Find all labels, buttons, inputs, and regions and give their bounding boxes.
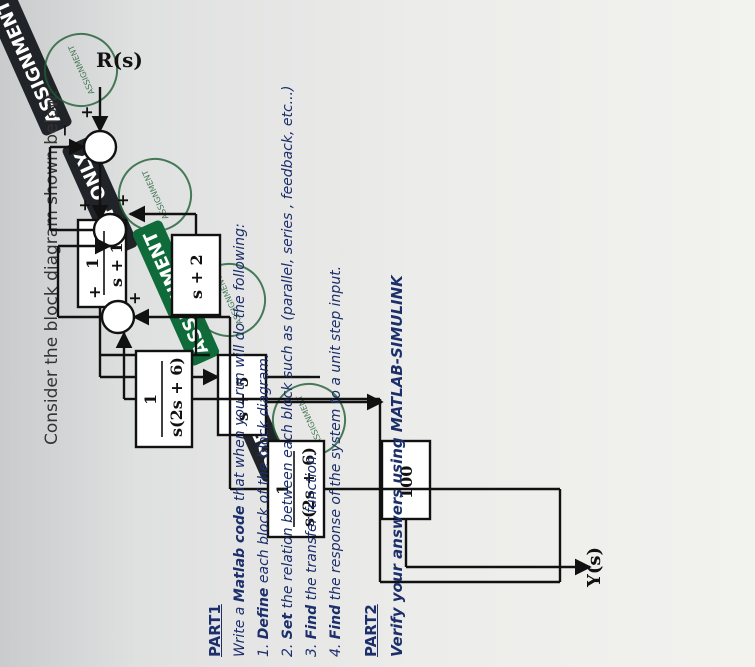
- item-4-rest: the response of the system to a unit ste…: [328, 265, 344, 605]
- block-4-num: 1: [141, 394, 160, 405]
- part1-heading: PART1: [206, 604, 224, 657]
- summing-junction-2: [92, 212, 128, 248]
- part2-heading: PART2: [362, 604, 380, 657]
- block-6-text: 100: [397, 466, 416, 499]
- part1-item-2: 2. Set the relation between each block s…: [280, 86, 296, 657]
- block-3-text: s + 5: [233, 376, 252, 421]
- input-label: R(s): [96, 48, 143, 72]
- sign-sum1-minus: −: [55, 124, 74, 137]
- sign-sum2-plus-b: +: [113, 194, 132, 207]
- sign-sum3-plus-b: +: [125, 292, 144, 305]
- part1-intro: Write a Matlab code that when you run wi…: [232, 223, 248, 657]
- part1-intro-post: that when you run will do the following:: [232, 223, 248, 506]
- item-3-bold: Find: [304, 604, 320, 640]
- item-3-rest: the transfer function.: [304, 451, 320, 605]
- item-2-rest: the relation between each block such as …: [280, 85, 296, 613]
- output-label: Y(s): [584, 547, 605, 588]
- item-2-bold: Set: [280, 612, 296, 640]
- part1-item-1: 1. Define each block of the block diagra…: [256, 354, 272, 657]
- part1-item-4: 4. Find the response of the system to a …: [328, 266, 344, 657]
- sign-sum2-plus-a: +: [75, 199, 94, 212]
- block-1-num: 1: [83, 258, 102, 269]
- summing-junction-3: [100, 299, 136, 335]
- item-2-num: 2.: [280, 639, 296, 657]
- item-1-rest: each block of the block diagram.: [256, 353, 272, 588]
- block-5-num: 1: [273, 484, 292, 495]
- item-1-num: 1.: [256, 639, 272, 657]
- summing-junction-1: [82, 129, 118, 165]
- part1-intro-pre: Write a: [232, 602, 248, 657]
- block-1-den: s + 1: [107, 242, 126, 287]
- block-5-den: s(2s + 6): [299, 447, 318, 527]
- part2-text: Verify your answers using MATLAB-SIMULIN…: [388, 275, 406, 657]
- part1-intro-bold: Matlab code: [232, 505, 248, 603]
- item-3-num: 3.: [304, 639, 320, 657]
- item-4-num: 4.: [328, 639, 344, 657]
- block-2-text: s + 2: [187, 254, 206, 299]
- sign-sum1-plus: +: [77, 106, 96, 119]
- sign-sum3-plus-a: +: [85, 286, 104, 299]
- block-4-den: s(2s + 6): [167, 357, 186, 437]
- item-4-bold: Find: [328, 604, 344, 640]
- part1-item-3: 3. Find the transfer function.: [304, 452, 320, 657]
- item-1-bold: Define: [256, 587, 272, 640]
